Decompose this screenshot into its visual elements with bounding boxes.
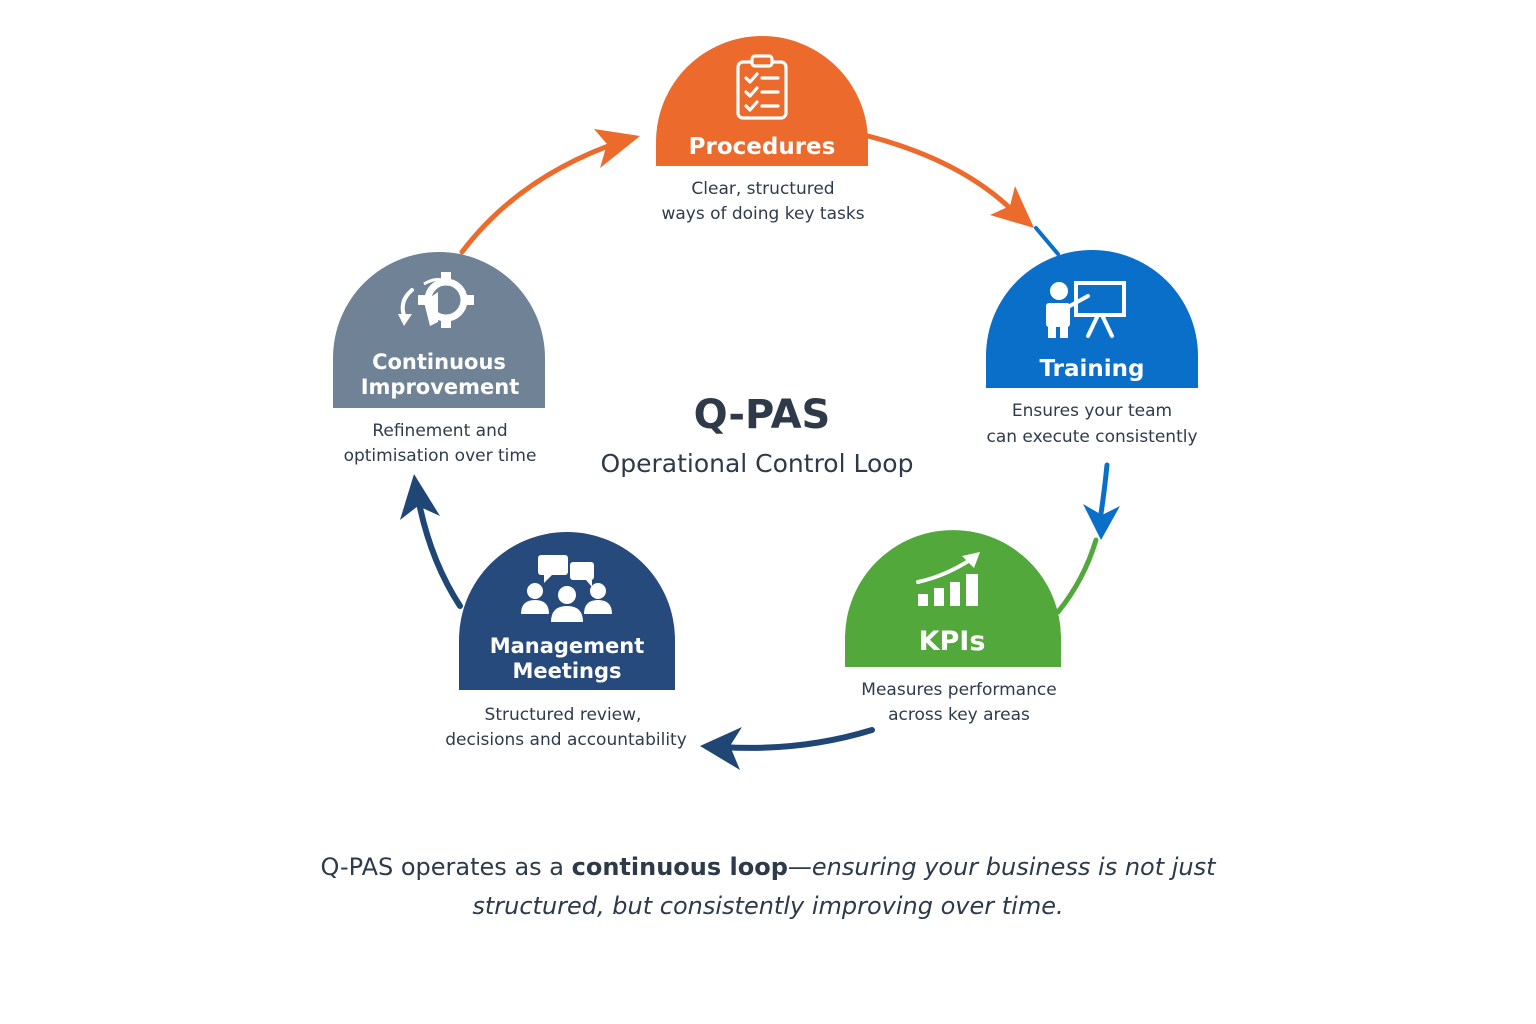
node-kpis-desc-line-2: across key areas: [888, 705, 1030, 725]
node-improvement-desc-line-1: Refinement and: [372, 421, 507, 441]
node-kpis-title: KPIs: [919, 626, 986, 657]
arrow-improvement-to-procedures: [459, 137, 628, 255]
node-management-title-line-2: Meetings: [512, 659, 621, 683]
node-improvement-desc-line-2: optimisation over time: [344, 446, 537, 466]
node-kpis-desc-line-1: Measures performance: [861, 680, 1056, 700]
node-kpis: KPIs Measures performance across key are…: [845, 530, 1061, 725]
arrow-head-kpis-to-management: [700, 727, 742, 770]
node-procedures-desc-line-1: Clear, structured: [691, 179, 834, 199]
node-improvement-dome: [333, 252, 545, 408]
arrow-into-kpis: [1055, 537, 1099, 615]
node-training-desc-line-1: Ensures your team: [1012, 401, 1172, 421]
arrow-management-to-improvement: [415, 495, 463, 609]
arrow-head-training-to-kpis: [1083, 504, 1120, 540]
node-procedures-desc-line-2: ways of doing key tasks: [661, 204, 864, 224]
node-management-desc-line-1: Structured review,: [485, 705, 642, 725]
node-training-dome: [986, 250, 1198, 388]
gear-cycle-icon: [398, 272, 474, 328]
arrow-head-management-to-improvement: [400, 474, 440, 520]
diagram-subtitle: Operational Control Loop: [601, 449, 914, 478]
arrow-head-improvement-to-procedures: [594, 129, 640, 168]
node-procedures-title: Procedures: [689, 134, 836, 160]
node-improvement-title-line-1: Continuous: [372, 350, 506, 374]
node-improvement-title-line-2: Improvement: [361, 375, 520, 399]
arrow-head-procedures-to-training: [990, 186, 1034, 228]
diagram-title: Q-PAS: [694, 392, 831, 438]
meeting-people-icon: [521, 555, 612, 622]
bar-chart-trend-icon: [916, 552, 980, 606]
presenter-board-icon: [1046, 281, 1126, 338]
node-management-desc-line-2: decisions and accountability: [445, 730, 687, 750]
node-continuous-improvement: Continuous Improvement Refinement and op…: [333, 252, 545, 466]
arrow-procedures-tail: [865, 133, 1015, 213]
clipboard-checklist-icon: [736, 54, 788, 120]
summary-text-italic: —ensuring your business is not just stru…: [472, 853, 1216, 920]
summary-caption: Q-PAS operates as a continuous loop—ensu…: [268, 848, 1268, 926]
node-training-desc-line-2: can execute consistently: [986, 427, 1197, 447]
node-procedures: Procedures Clear, structured ways of doi…: [656, 36, 868, 224]
arrow-into-training: [1034, 226, 1060, 256]
summary-text-part1: Q-PAS operates as a: [320, 853, 572, 881]
node-procedures-dome: [656, 36, 868, 166]
loop-arrows: [400, 129, 1120, 770]
node-training: Training Ensures your team can execute c…: [986, 250, 1198, 447]
arrow-kpis-to-management: [719, 727, 875, 751]
summary-text-bold: continuous loop: [571, 853, 788, 881]
arrow-training-to-kpis: [1097, 462, 1110, 523]
node-training-title: Training: [1039, 356, 1144, 382]
node-management-title-line-1: Management: [490, 634, 645, 658]
node-management-meetings: Management Meetings Structured review, d…: [445, 532, 687, 750]
